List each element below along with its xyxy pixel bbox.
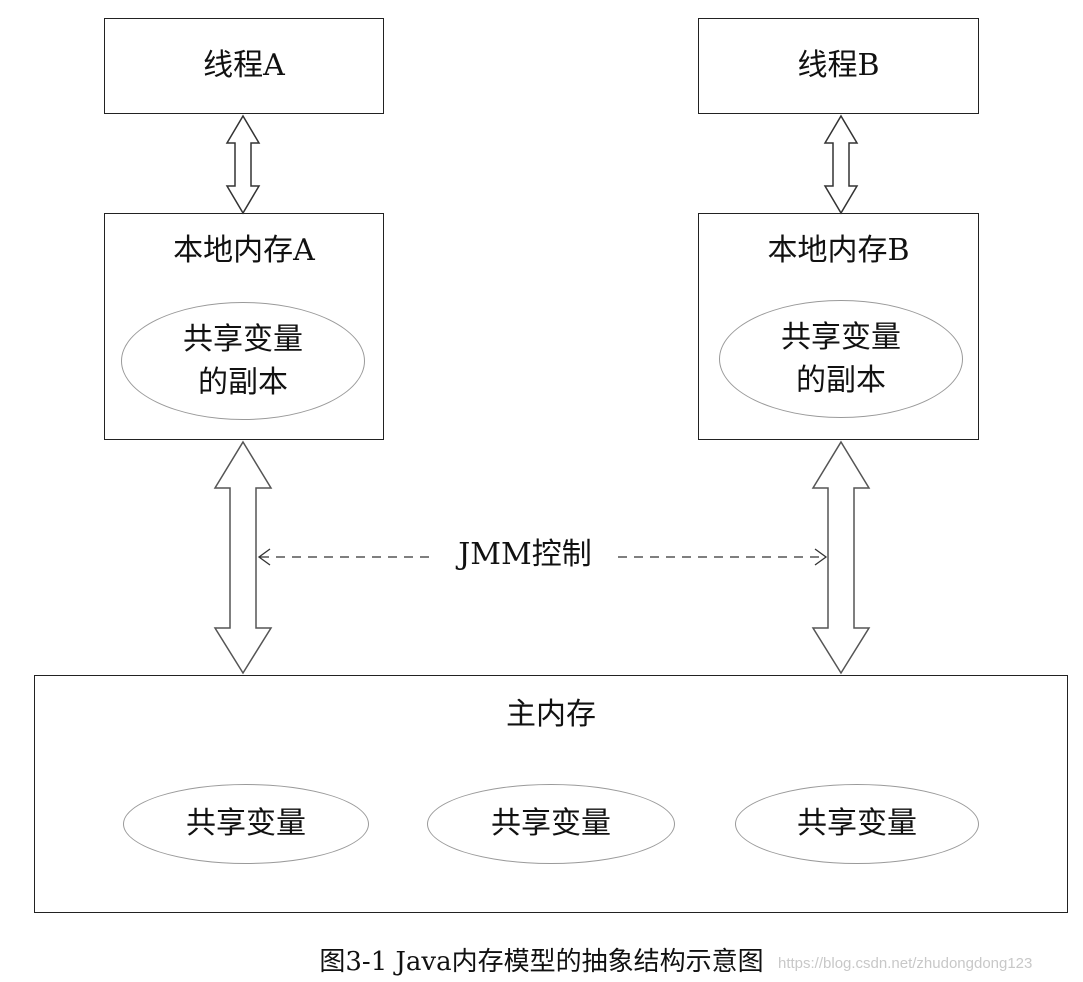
jmm-arrowhead-left bbox=[257, 548, 271, 566]
thread-a-label: 线程A bbox=[203, 48, 285, 83]
local-memory-b-copy-line2: 的副本 bbox=[796, 363, 886, 398]
thread-b-label: 线程B bbox=[797, 48, 880, 83]
figure-caption: 图3-1 Java内存模型的抽象结构示意图 bbox=[319, 947, 764, 977]
local-memory-a-shared-copy: 共享变量 的副本 bbox=[121, 302, 365, 420]
local-memory-a-copy-line2: 的副本 bbox=[198, 365, 288, 400]
local-memory-b-shared-copy: 共享变量 的副本 bbox=[719, 300, 963, 418]
shared-variable-1-label: 共享变量 bbox=[186, 806, 306, 842]
local-b-main-memory-double-arrow bbox=[811, 440, 871, 675]
jmm-control-label: JMM控制 bbox=[440, 540, 610, 570]
main-memory-shared-variable-2: 共享变量 bbox=[427, 784, 675, 864]
local-memory-b-box: 本地内存B 共享变量 的副本 bbox=[698, 213, 979, 440]
local-memory-a-label: 本地内存A bbox=[173, 233, 315, 268]
watermark: https://blog.csdn.net/zhudongdong123 bbox=[778, 955, 1033, 972]
thread-a-box: 线程A bbox=[104, 18, 384, 114]
local-a-main-memory-double-arrow bbox=[213, 440, 273, 675]
main-memory-label: 主内存 bbox=[506, 697, 596, 732]
local-memory-b-copy-line1: 共享变量 bbox=[781, 319, 901, 355]
shared-variable-2-label: 共享变量 bbox=[491, 806, 611, 842]
jmm-arrowhead-right bbox=[814, 548, 828, 566]
main-memory-shared-variable-3: 共享变量 bbox=[735, 784, 979, 864]
local-memory-a-box: 本地内存A 共享变量 的副本 bbox=[104, 213, 384, 440]
thread-b-box: 线程B bbox=[698, 18, 979, 114]
shared-variable-3-label: 共享变量 bbox=[797, 806, 917, 842]
local-memory-b-label: 本地内存B bbox=[767, 233, 910, 268]
main-memory-shared-variable-1: 共享变量 bbox=[123, 784, 369, 864]
main-memory-box: 主内存 共享变量 共享变量 共享变量 bbox=[34, 675, 1068, 913]
thread-a-local-a-double-arrow bbox=[225, 114, 261, 215]
thread-b-local-b-double-arrow bbox=[823, 114, 859, 215]
local-memory-a-copy-line1: 共享变量 bbox=[183, 321, 303, 357]
